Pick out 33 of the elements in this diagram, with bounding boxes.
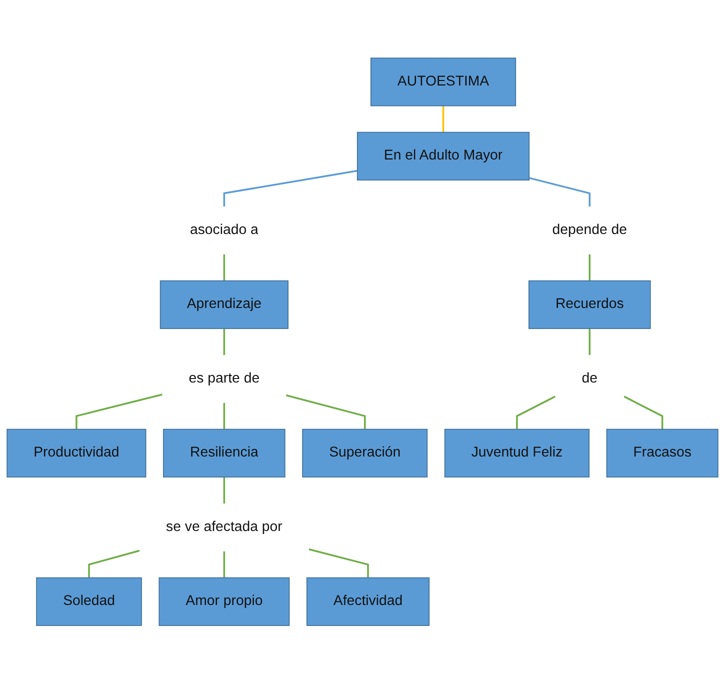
connector	[516, 395, 556, 429]
node-box: Soledad	[36, 577, 142, 626]
connector	[223, 550, 226, 578]
connector	[223, 402, 226, 429]
connector	[308, 548, 369, 578]
connector	[88, 550, 140, 578]
connector	[223, 170, 358, 206]
connector	[76, 393, 162, 429]
connector	[588, 328, 591, 355]
connector	[624, 395, 664, 429]
node-box: Aprendizaje	[160, 280, 288, 329]
node-text: es parte de	[188, 370, 260, 386]
node-box: Recuerdos	[528, 280, 651, 329]
node-text: de	[582, 370, 598, 386]
node-text: se ve afectada por	[166, 519, 282, 534]
node-box: Amor propio	[158, 577, 290, 626]
node-box: Resiliencia	[163, 428, 286, 478]
connector	[223, 476, 226, 504]
connector	[588, 254, 591, 280]
node-text: depende de	[552, 222, 627, 238]
connector	[528, 176, 591, 206]
node-box: Productividad	[6, 428, 146, 478]
node-box: Juventud Feliz	[444, 428, 590, 478]
node-box: Superación	[302, 428, 428, 478]
node-box: En el Adulto Mayor	[356, 132, 530, 180]
connector	[223, 328, 226, 355]
node-box: Fracasos	[606, 428, 718, 478]
node-text: asociado a	[190, 222, 258, 238]
connector	[286, 394, 366, 429]
node-box: AUTOESTIMA	[370, 57, 516, 106]
connector	[442, 106, 444, 132]
node-box: Afectividad	[306, 577, 430, 626]
connector	[223, 254, 226, 280]
